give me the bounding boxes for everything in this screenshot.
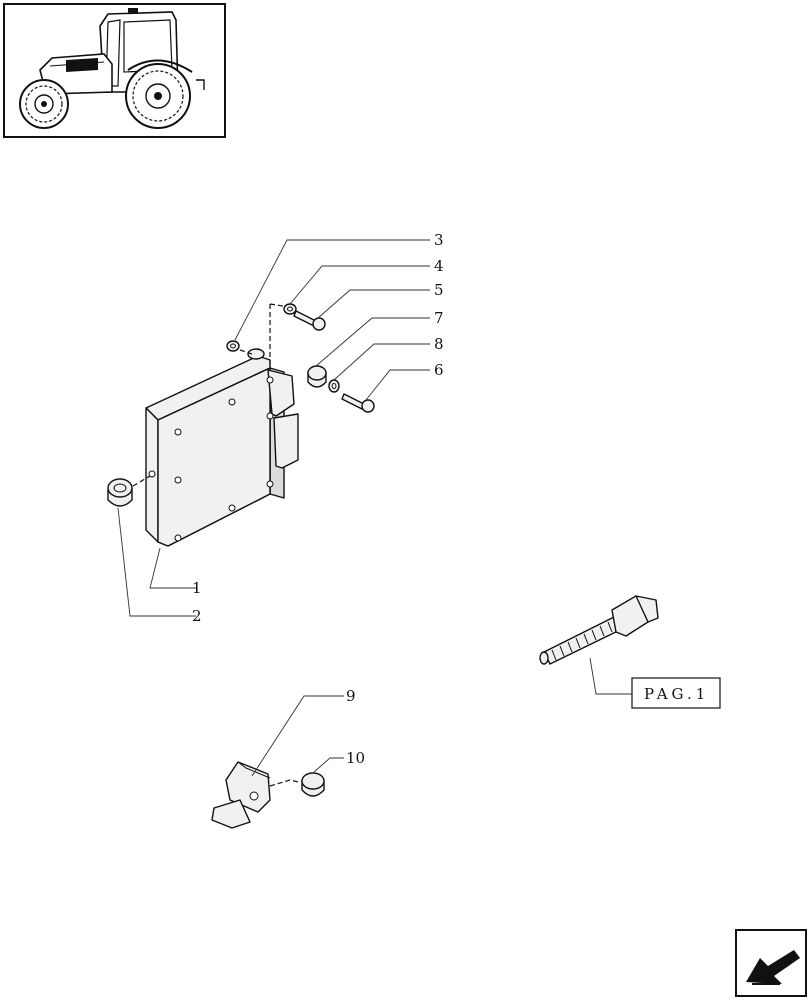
- spacer-part-10: [301, 772, 325, 797]
- sensor-cable-part: [539, 595, 659, 665]
- washer-part: [226, 340, 240, 352]
- grommet-part: [107, 478, 133, 507]
- callout-3: 3: [434, 231, 444, 249]
- callout-2: 2: [192, 607, 202, 625]
- back-arrow-icon[interactable]: [735, 929, 807, 997]
- page-reference-link[interactable]: PAG.1: [631, 677, 721, 709]
- callout-6: 6: [434, 361, 444, 379]
- page-reference-label: PAG.1: [644, 685, 709, 703]
- callout-7: 7: [434, 309, 444, 327]
- callout-4: 4: [434, 257, 444, 275]
- bolt-part: [293, 310, 326, 331]
- callout-1: 1: [192, 579, 202, 597]
- callout-9: 9: [346, 687, 356, 705]
- callout-10: 10: [346, 749, 365, 767]
- control-unit-part: [145, 348, 299, 547]
- leader-lines: [117, 239, 430, 777]
- callout-8: 8: [434, 335, 444, 353]
- bracket-part: [211, 761, 271, 829]
- screw-part: [341, 393, 375, 413]
- tractor-thumbnail-icon: [3, 3, 226, 138]
- spacer-part: [307, 365, 327, 388]
- washer-small-part: [283, 303, 297, 315]
- washer-part-8: [328, 379, 340, 393]
- callout-5: 5: [434, 281, 444, 299]
